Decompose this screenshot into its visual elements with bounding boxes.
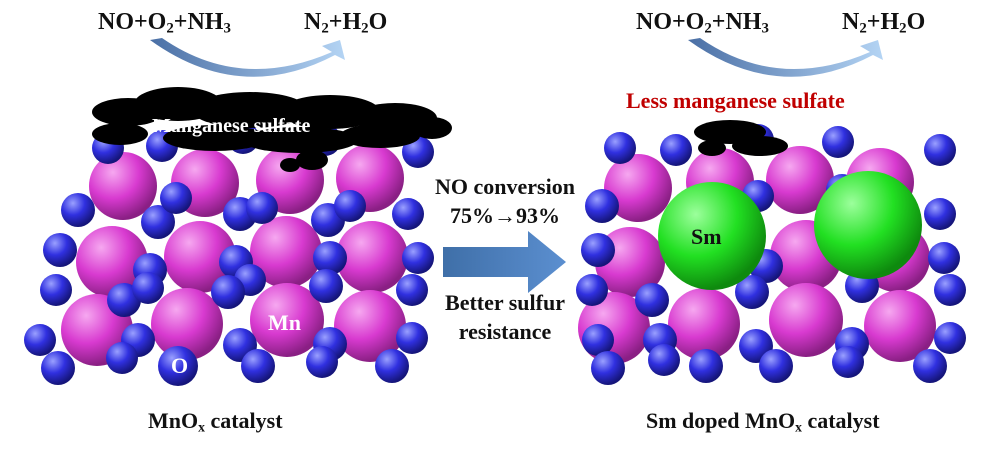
sulfate-deposit-left bbox=[92, 87, 452, 172]
reaction-arrow-left bbox=[150, 38, 345, 77]
conversion-values: 75%→93% bbox=[450, 203, 560, 228]
sulfur-resistance-line1: Better sulfur bbox=[445, 290, 565, 315]
o-atoms-left bbox=[24, 122, 434, 386]
less-sulfate-label: Less manganese sulfate bbox=[626, 88, 845, 113]
products-right: N2+H2O bbox=[842, 9, 926, 37]
caption-left: MnOx catalyst bbox=[148, 408, 283, 435]
manganese-sulfate-label: Manganese sulfate bbox=[152, 115, 311, 137]
sulfate-deposit-right bbox=[694, 120, 788, 156]
reactants-right: NO+O2+NH3 bbox=[636, 9, 769, 37]
o-label: O bbox=[171, 353, 189, 378]
reactants-left: NO+O2+NH3 bbox=[98, 9, 231, 37]
products-left: N2+H2O bbox=[304, 9, 388, 37]
no-conversion-label: NO conversion bbox=[435, 174, 575, 199]
sm-label: Sm bbox=[691, 224, 722, 249]
mn-label: Mn bbox=[268, 310, 301, 335]
conversion-arrow bbox=[443, 231, 566, 293]
reaction-arrow-right bbox=[688, 38, 883, 77]
sm-atoms bbox=[658, 171, 922, 290]
sulfur-resistance-line2: resistance bbox=[458, 319, 552, 344]
caption-right: Sm doped MnOx catalyst bbox=[646, 408, 880, 435]
